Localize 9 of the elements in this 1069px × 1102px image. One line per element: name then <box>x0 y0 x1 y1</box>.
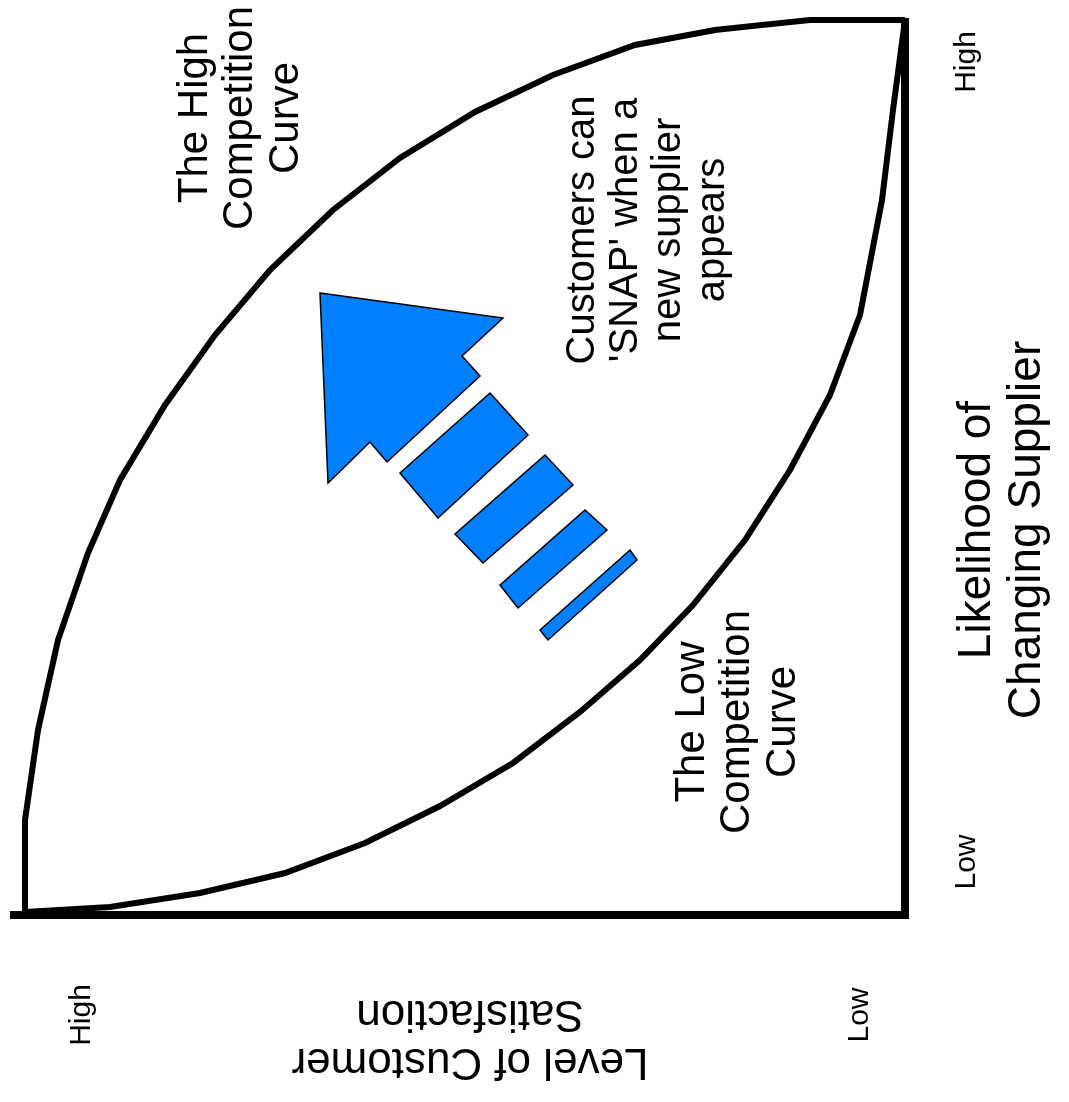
tick-label: Low <box>841 987 875 1043</box>
annotation: Customers can 'SNAP' when a new supplier appears <box>558 94 732 367</box>
curve-label: The Low Competition Curve <box>666 608 804 837</box>
tick-label: High <box>63 984 97 1046</box>
tick-label: Low <box>948 834 982 890</box>
tick-label: High <box>948 31 982 93</box>
axis-title: Level of Customer Satisfaction <box>290 992 650 1088</box>
axis-title: Likelihood of Changing Supplier <box>950 339 1050 722</box>
curve-label: The High Competition Curve <box>169 4 307 233</box>
